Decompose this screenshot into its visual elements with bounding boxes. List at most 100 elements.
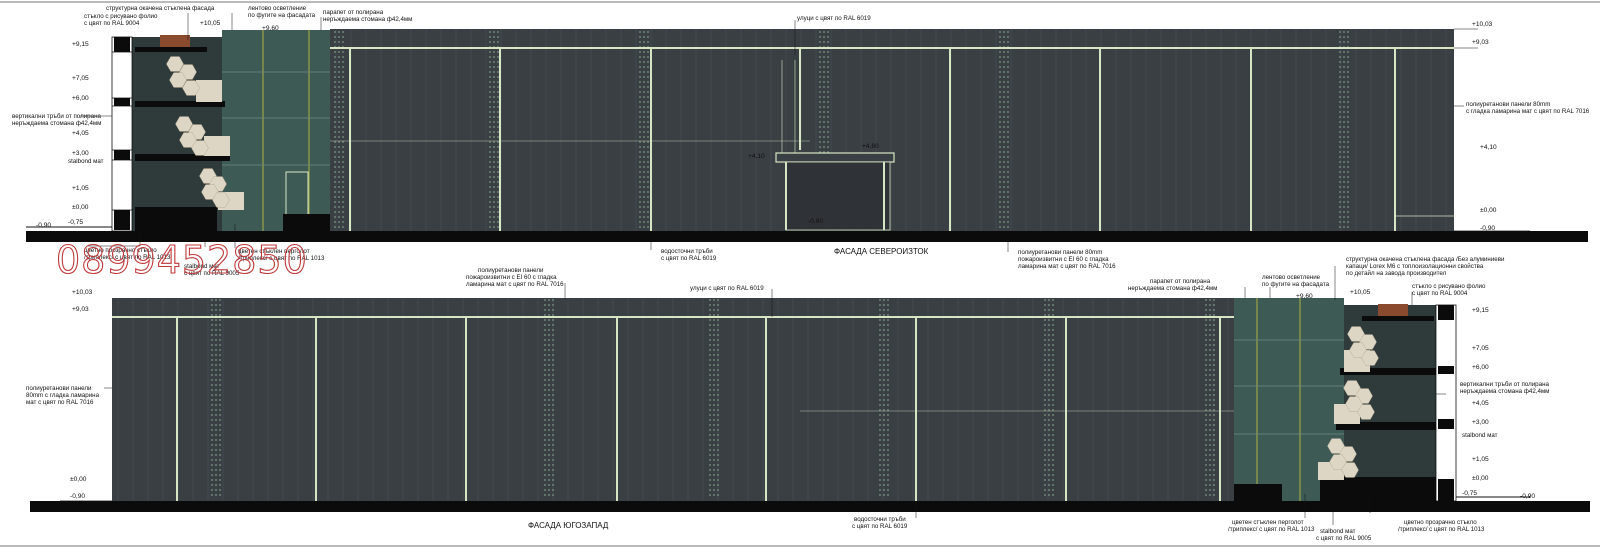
annotations-ne: структурна окачена стъклена фасада стъкл… [12, 5, 1590, 277]
note-sw-fire-2: пожароизвитни с EI 60 с гладка [466, 274, 557, 281]
note-color-glass-2: /триплекс/ с цвят по RAL 1013 [84, 254, 171, 261]
note-porch-1: цветен стъклен перголот [238, 248, 310, 255]
level-sw-right-3: +4,05 [1472, 400, 1489, 407]
note-sw-color-glass-1: цветно прозрачно стъкло [1404, 519, 1477, 526]
level-ne-left-0: +9,15 [72, 41, 89, 48]
note-sw-printed-glass-2: с цвят по RAL 9004 [1412, 290, 1468, 297]
level-ne-right-3: ±0,00 [1480, 207, 1497, 214]
perforated-strip [544, 299, 554, 496]
perforated-strip [211, 299, 221, 496]
note-sw-downpipes-1: водосточни тръби [854, 516, 906, 523]
note-stalbond-2: с цвят по RAL 9005 [184, 270, 240, 277]
note-fire-1: полиуретанови панели 80mm [1018, 249, 1102, 256]
note-fire-3: ламарина мат с цвят по RAL 7016 [1018, 263, 1116, 270]
note-sw-structural-2: капаци/ Lorex M6 с топлоизолационни свой… [1346, 263, 1484, 270]
level-sw-right-8: -0,90 [1520, 493, 1535, 500]
note-printed-glass-2: с цвят по RAL 9004 [84, 20, 140, 27]
entrance-canopy-ne [330, 60, 895, 231]
note-structural-glass: структурна окачена стъклена фасада [106, 5, 215, 12]
level-sw-right-7: -0,75 [1462, 490, 1477, 497]
note-pu-1: полиуретанови панели 80mm [1466, 101, 1550, 108]
level-sw-right-6: ±0,00 [1472, 475, 1489, 482]
note-printed-glass-1: стъкло с рисувано фолио [84, 13, 158, 20]
perforated-strip [709, 299, 719, 496]
honeycomb-cell [1357, 404, 1375, 420]
panel-wall-ne [330, 29, 1454, 231]
level-ne-left-3: +4,05 [72, 130, 89, 137]
note-sw-led-2: по фугите на фасадата [1262, 281, 1330, 288]
level-sw-right-1: +7,05 [1472, 345, 1489, 352]
level-ne-left-2: +6,00 [72, 95, 89, 102]
note-sw-downpipes-2: с цвят по RAL 6019 [852, 523, 908, 530]
ground-line-ne [26, 231, 1588, 242]
note-led-1: лентово осветление [248, 5, 307, 12]
note-sw-structural-1: структурна окачена стъклена фасада /Без … [1346, 256, 1505, 263]
note-sw-pu-1: полиуретанови панели [26, 385, 92, 392]
note-pipes-1: вертикални тръби от полирана [12, 113, 101, 120]
perforated-strips-sw [211, 299, 1215, 496]
honeycomb-cell [1361, 350, 1379, 366]
stair-ne [283, 214, 330, 231]
perforated-strip [489, 31, 499, 228]
level-ne-left-8: -0,90 [36, 222, 51, 229]
level-ne-mid-2: -0,60 [808, 218, 823, 225]
note-downpipes-2: с цвят по RAL 6019 [661, 255, 717, 262]
note-color-glass-1: цветно прозрачно стъкло [84, 247, 157, 254]
level-ne-top-0: +10,05 [200, 20, 221, 27]
level-ne-mid-0: +4,10 [748, 153, 765, 160]
downpipes-ne [349, 48, 1396, 231]
honeycomb-cell [182, 80, 200, 96]
level-sw-right-0: +9,15 [1472, 307, 1489, 314]
level-ne-right-1: +9,03 [1472, 39, 1489, 46]
title-facade-sw: ФАСАДА ЮГОЗАПАД [528, 521, 609, 530]
perforated-strips-ne [334, 31, 1349, 228]
note-downpipes-1: водосточни тръби [661, 248, 713, 255]
glass-mullions-ne [222, 30, 330, 231]
level-sw-right-2: +6,00 [1472, 364, 1489, 371]
honeycomb-cell [166, 56, 184, 72]
level-ne-top-1: +9,60 [262, 25, 279, 32]
note-sw-porch-2: /триплекс/ с цвят по RAL 1013 [1228, 526, 1315, 533]
glass-mullions-sw [1234, 298, 1344, 501]
level-sw-top-0: +10,05 [1350, 289, 1371, 296]
perforated-strip [1044, 299, 1054, 496]
level-ne-right-4: -0,90 [1480, 225, 1495, 232]
title-facade-ne: ФАСАДА СЕВЕРОИЗТОК [834, 247, 929, 256]
level-sw-left-2: ±0,00 [70, 476, 87, 483]
note-sw-pipes-1: вертикални тръби от полирана [1460, 381, 1549, 388]
honeycomb-cell [175, 116, 193, 132]
perforated-strip [1339, 31, 1349, 228]
level-sw-right-4: +3,00 [1472, 419, 1489, 426]
facade-southwest [30, 298, 1590, 512]
perforated-strip [999, 31, 1009, 228]
note-sw-stalbond: stalbond мат [1462, 432, 1498, 439]
level-ne-right-0: +10,03 [1472, 21, 1493, 28]
note-sw-stalbond-2: с цвят по RAL 9005 [1316, 535, 1372, 542]
panel-wall-sw [112, 298, 1236, 501]
level-ne-left-7: -0,75 [68, 219, 83, 226]
panel-joints-sw [117, 298, 1229, 501]
note-sw-parapet-2: неръждаема стомана ф42,4мм [1128, 285, 1217, 292]
note-sw-color-glass-2: /триплекс/ с цвят по RAL 1013 [1398, 526, 1485, 533]
level-ne-left-6: ±0,00 [72, 204, 89, 211]
level-sw-top-1: +9,60 [1296, 293, 1313, 300]
note-sw-pipes-2: неръждаема стомана ф42,4мм [1460, 388, 1549, 395]
leader-lines [80, 13, 1464, 525]
balcony-stack-sw [1318, 304, 1457, 502]
honeycomb-cell [1341, 462, 1359, 478]
perforated-strip [639, 31, 649, 228]
note-sw-led-1: лентово осветление [1262, 274, 1321, 281]
note-sw-fire-1: полиуретанови панели [478, 267, 544, 274]
honeycomb-cell [191, 140, 209, 156]
note-pu-2: с гладка ламарина мат с цвят по RAL 7016 [1466, 108, 1590, 115]
level-ne-left-4: +3,00 [72, 150, 89, 157]
note-parapet-1: парапет от полирана [323, 9, 384, 16]
note-sw-parapet-1: парапет от полирана [1150, 278, 1211, 285]
note-stalbond: stalbond мат [68, 158, 104, 165]
level-sw-left-0: +10,03 [72, 289, 93, 296]
note-stalbond-1: stalbond мат [184, 263, 220, 270]
note-sw-porch-1: цветен стъклен перголот [1232, 519, 1304, 526]
level-sw-left-1: +9,03 [72, 306, 89, 313]
note-porch-2: /триплекс/ с цвят по RAL 1013 [238, 255, 325, 262]
